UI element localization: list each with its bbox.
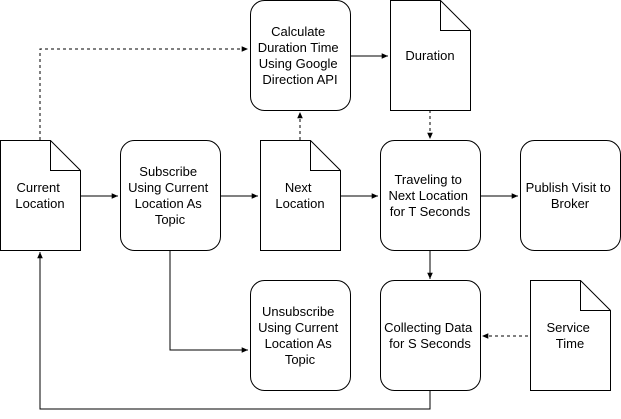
edge-subscribe-to-unsubscribe	[169, 250, 248, 353]
rounded-box	[120, 140, 221, 251]
rounded-box	[250, 280, 351, 391]
node-label: Calculate Duration Time Using Google Dir…	[258, 24, 343, 87]
label-line: Next Location	[388, 188, 468, 203]
node-duration: Duration	[390, 0, 471, 111]
label-line: Time	[556, 336, 584, 351]
node-current-location: Current Location	[0, 140, 81, 251]
label-line: Duration Time	[258, 40, 339, 55]
node-label: Publish Visit to Broker	[526, 180, 615, 211]
label-line: for S Seconds	[389, 336, 471, 351]
node-label: Unsubscribe Using Current Location As To…	[258, 304, 342, 367]
label-line: Location	[15, 196, 64, 211]
node-label: Next Location	[275, 180, 324, 211]
document-shape	[530, 280, 611, 391]
edge-current-to-calculate	[39, 46, 248, 140]
label-line: for T Seconds	[390, 204, 471, 219]
node-label: Current Location	[15, 180, 64, 211]
node-calculate-duration: Calculate Duration Time Using Google Dir…	[250, 0, 351, 111]
node-unsubscribe: Unsubscribe Using Current Location As To…	[250, 280, 351, 391]
node-publish: Publish Visit to Broker	[520, 140, 621, 251]
rounded-box	[250, 0, 351, 111]
node-collecting: Collecting Data for S Seconds	[380, 280, 481, 391]
node-label: Duration	[405, 48, 454, 63]
rounded-box	[380, 140, 481, 251]
label-line: Subscribe	[139, 164, 197, 179]
node-traveling: Traveling to Next Location for T Seconds	[380, 140, 481, 251]
label-line: Traveling to	[394, 172, 461, 187]
label-line: Using Current	[128, 180, 209, 195]
label-line: Collecting Data	[384, 320, 473, 335]
label-line: Calculate	[271, 24, 325, 39]
document-shape	[390, 0, 471, 111]
label-line: Publish Visit to	[526, 180, 611, 195]
label-line: Next	[285, 180, 312, 195]
label-line: Service	[547, 320, 590, 335]
label-line: Duration	[405, 48, 454, 63]
label-line: Location As	[135, 196, 203, 211]
label-line: Location As	[265, 336, 333, 351]
node-label: Traveling to Next Location for T Seconds	[388, 172, 471, 219]
node-next-location: Next Location	[260, 140, 341, 251]
document-shape	[260, 140, 341, 251]
edge-collecting-to-current	[37, 252, 431, 410]
label-line: Current	[17, 180, 61, 195]
node-subscribe: Subscribe Using Current Location As Topi…	[120, 140, 221, 251]
document-shape	[0, 140, 81, 251]
node-label: Collecting Data for S Seconds	[384, 320, 476, 351]
label-line: Direction API	[262, 72, 337, 87]
label-line: Topic	[285, 352, 316, 367]
label-line: Topic	[155, 212, 186, 227]
label-line: Broker	[551, 196, 590, 211]
rounded-box	[380, 280, 481, 391]
node-label: Subscribe Using Current Location As Topi…	[128, 164, 212, 227]
label-line: Location	[275, 196, 324, 211]
node-service-time: Service Time	[530, 280, 611, 391]
label-line: Using Current	[258, 320, 339, 335]
label-line: Using Google	[259, 56, 338, 71]
label-line: Unsubscribe	[262, 304, 334, 319]
node-label: Service Time	[547, 320, 594, 351]
